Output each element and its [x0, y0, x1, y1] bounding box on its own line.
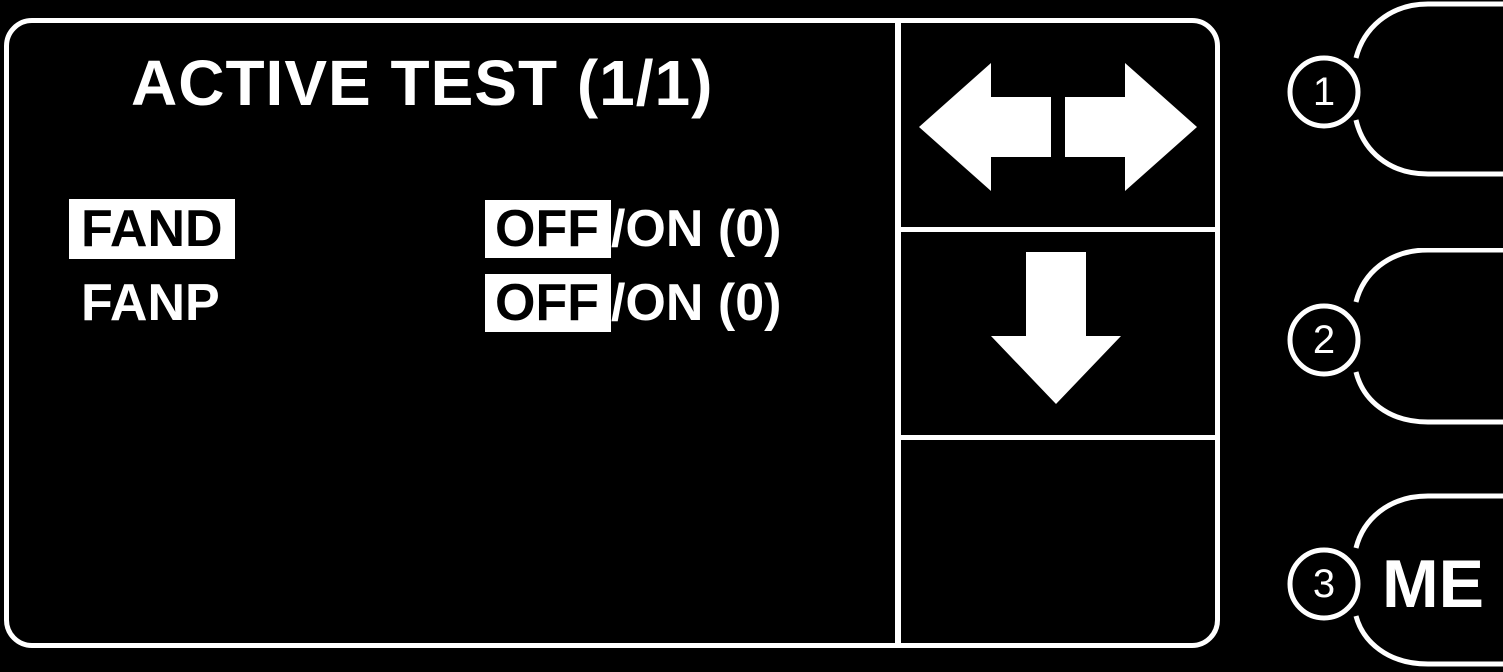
hard-key-1[interactable]: 1	[1278, 0, 1503, 180]
soft-button-divider	[901, 435, 1215, 440]
soft-button-empty[interactable]	[901, 440, 1215, 643]
down-arrow-icon	[991, 252, 1121, 404]
item-name-fanp[interactable]: FANP	[81, 274, 220, 332]
key-outline-icon	[1287, 1, 1503, 177]
left-right-arrow-icon	[919, 63, 1197, 191]
value-selected-off: OFF	[485, 200, 611, 258]
side-panel-divider	[895, 23, 901, 643]
key-outline-icon	[1287, 493, 1503, 667]
tester-display: ACTIVE TEST (1/1) FAND OFF/ON (0) FANP O…	[4, 18, 1220, 648]
page-title: ACTIVE TEST (1/1)	[131, 47, 714, 119]
item-value-fanp[interactable]: OFF/ON (0)	[485, 273, 781, 333]
key-number: 2	[1312, 318, 1336, 362]
soft-button-left-right[interactable]	[901, 23, 1215, 227]
key-label-menu: ME	[1382, 546, 1484, 622]
value-options: /ON (0)	[610, 200, 782, 258]
hard-key-3[interactable]: 3 ME	[1278, 492, 1503, 672]
soft-button-down[interactable]	[901, 232, 1215, 435]
item-name-fand[interactable]: FAND	[69, 199, 235, 259]
hard-key-2[interactable]: 2	[1278, 248, 1503, 428]
value-selected-off: OFF	[485, 274, 611, 332]
key-outline-icon	[1287, 248, 1503, 425]
soft-button-divider	[901, 227, 1215, 232]
item-value-fand[interactable]: OFF/ON (0)	[485, 199, 781, 259]
key-number: 1	[1312, 70, 1336, 114]
key-number: 3	[1312, 562, 1336, 606]
value-options: /ON (0)	[610, 274, 782, 332]
